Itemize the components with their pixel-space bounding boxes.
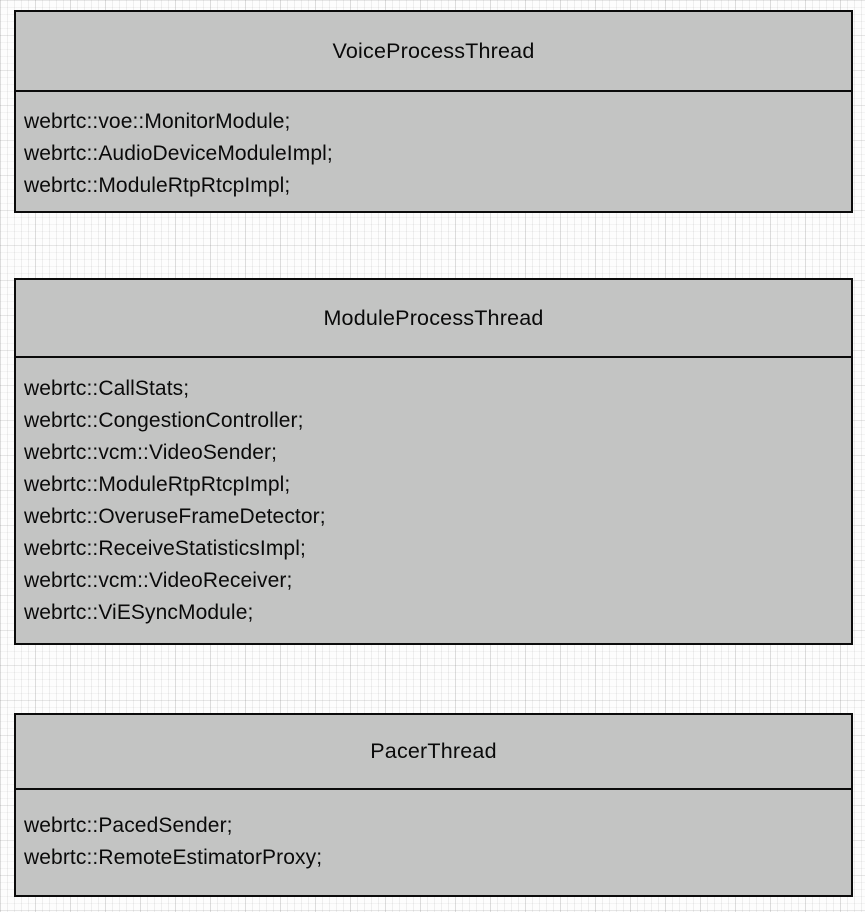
module-item: webrtc::ModuleRtpRtcpImpl; [24, 174, 291, 197]
thread-box-header: PacerThread [16, 715, 851, 790]
module-item: webrtc::vcm::VideoReceiver; [24, 569, 293, 592]
module-item: webrtc::ModuleRtpRtcpImpl; [24, 473, 291, 496]
module-item: webrtc::CongestionController; [24, 409, 304, 432]
module-item: webrtc::ViESyncModule; [24, 601, 254, 624]
module-item: webrtc::OveruseFrameDetector; [24, 505, 326, 528]
thread-box-body: webrtc::CallStats; webrtc::CongestionCon… [16, 358, 851, 629]
thread-box-header: ModuleProcessThread [16, 280, 851, 358]
module-item: webrtc::voe::MonitorModule; [24, 110, 291, 133]
thread-box-body: webrtc::voe::MonitorModule; webrtc::Audi… [16, 92, 851, 202]
module-item: webrtc::PacedSender; [24, 814, 233, 837]
thread-box-pacer: PacerThread webrtc::PacedSender; webrtc:… [14, 713, 853, 897]
module-item: webrtc::CallStats; [24, 377, 190, 400]
module-item: webrtc::vcm::VideoSender; [24, 441, 278, 464]
thread-box-title: ModuleProcessThread [323, 305, 544, 330]
thread-box-title: VoiceProcessThread [332, 38, 535, 63]
thread-box-title: PacerThread [370, 739, 497, 763]
thread-box-module-process: ModuleProcessThread webrtc::CallStats; w… [14, 278, 853, 645]
module-item: webrtc::ReceiveStatisticsImpl; [24, 537, 306, 560]
thread-box-header: VoiceProcessThread [16, 12, 851, 92]
module-item: webrtc::RemoteEstimatorProxy; [24, 846, 323, 869]
module-item: webrtc::AudioDeviceModuleImpl; [24, 142, 333, 165]
thread-box-body: webrtc::PacedSender; webrtc::RemoteEstim… [16, 790, 851, 874]
thread-box-voice-process: VoiceProcessThread webrtc::voe::MonitorM… [14, 10, 853, 213]
